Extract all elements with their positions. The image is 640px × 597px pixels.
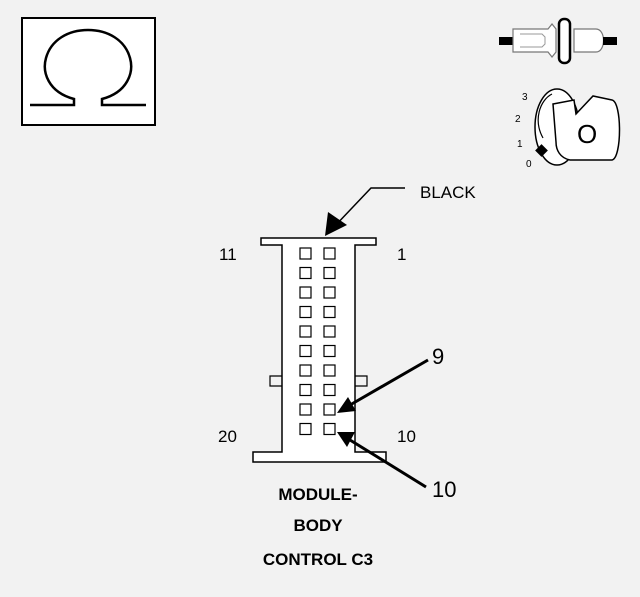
title-line-1: MODULE- bbox=[278, 485, 357, 504]
ignition-pos-1: 1 bbox=[517, 139, 523, 150]
connector-cavity bbox=[299, 344, 312, 358]
connector-cavity bbox=[299, 266, 312, 280]
connector-cavity bbox=[299, 422, 312, 436]
connector-cavity bbox=[323, 344, 336, 358]
connector-cavity bbox=[299, 364, 312, 377]
connector-cavity bbox=[299, 247, 312, 260]
connector-cavity bbox=[323, 305, 336, 319]
omega-ohm-icon bbox=[21, 17, 156, 126]
pointer-label-10: 10 bbox=[432, 477, 456, 502]
connector-cavity bbox=[299, 403, 312, 416]
connector-cavity bbox=[323, 325, 336, 338]
connector-title: MODULE- BODY CONTROL C3 bbox=[263, 485, 373, 569]
pin-label-top-left: 11 bbox=[219, 245, 237, 264]
color-callout: BLACK bbox=[325, 183, 476, 236]
pointer-pin-10: 10 bbox=[337, 432, 456, 502]
title-line-2: BODY bbox=[293, 516, 343, 535]
ignition-pos-0: 0 bbox=[526, 159, 532, 170]
disconnected-connector-icon bbox=[499, 17, 617, 65]
connector-cavity bbox=[323, 247, 336, 260]
ignition-pos-3: 3 bbox=[522, 92, 528, 103]
pointer-label-9: 9 bbox=[432, 344, 444, 369]
pin-label-bottom-right: 10 bbox=[397, 427, 416, 446]
pointer-pin-9: 9 bbox=[337, 344, 444, 413]
ignition-key-icon: 3 2 1 0 O bbox=[515, 88, 621, 170]
connector-cavity bbox=[323, 364, 336, 377]
title-line-3: CONTROL C3 bbox=[263, 550, 373, 569]
cavity-grid bbox=[299, 247, 336, 436]
pin-label-top-right: 1 bbox=[397, 245, 406, 264]
connector-body bbox=[252, 237, 387, 463]
pin-label-bottom-left: 20 bbox=[218, 427, 237, 446]
connector-cavity bbox=[323, 383, 336, 397]
callout-black-label: BLACK bbox=[420, 183, 476, 202]
connector-cavity bbox=[323, 286, 336, 299]
connector-cavity bbox=[299, 286, 312, 299]
connector-cavity bbox=[299, 383, 312, 397]
connector-cavity bbox=[323, 403, 336, 416]
connector-cavity bbox=[323, 266, 336, 280]
connector-cavity bbox=[299, 325, 312, 338]
connector-cavity bbox=[299, 305, 312, 319]
ignition-key-label: O bbox=[577, 119, 597, 149]
ignition-pos-2: 2 bbox=[515, 114, 521, 125]
connector-cavity bbox=[323, 422, 336, 436]
